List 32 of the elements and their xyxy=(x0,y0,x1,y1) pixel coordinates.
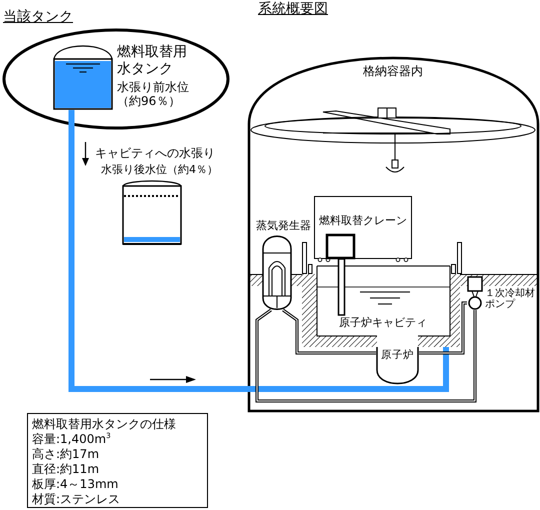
spec-panel xyxy=(27,413,208,508)
equipment-label: 蒸気発生器 xyxy=(256,219,311,233)
equipment-label: 原子炉 xyxy=(381,348,414,362)
pipe-line xyxy=(256,308,476,402)
reactor-vessel xyxy=(376,347,419,385)
spec-line: 直径:約11m xyxy=(32,462,100,477)
storage-tank xyxy=(122,179,182,245)
spec-heading: 燃料取替用水タンクの仕様 xyxy=(32,417,176,432)
equipment-label: 燃料取替クレーン xyxy=(319,214,407,228)
reactor-cavity xyxy=(302,264,460,347)
spec-line: 容量:1,400m$^{3}$ xyxy=(32,432,111,447)
coolant-pump xyxy=(467,276,537,310)
tank-caption: 水張り後水位（約4％） xyxy=(101,163,218,177)
area-label: 格納容器内 xyxy=(363,63,423,79)
pipe-line xyxy=(68,110,449,392)
equipment-label: 原子炉キャビティ xyxy=(339,316,427,330)
pipe-line xyxy=(419,302,467,354)
highlight-ellipse xyxy=(2,8,230,130)
spec-line: 板厚:4～13mm xyxy=(32,477,118,492)
containment-vessel xyxy=(246,55,540,414)
tank-caption: 燃料取替用水タンク xyxy=(117,44,188,78)
diagram-title: 系統概要図 xyxy=(258,1,328,18)
steam-generator xyxy=(255,219,312,310)
spec-line: 高さ:約17m xyxy=(32,447,100,462)
group-heading: 当該タンク xyxy=(3,9,73,26)
tank-caption: 水張り前水位（約96％） xyxy=(117,80,190,108)
flow-note: キャビティへの水張り xyxy=(95,145,215,161)
fuel-handling-crane xyxy=(314,196,412,262)
storage-tank xyxy=(53,44,113,110)
equipment-label: １次冷却材ポンプ xyxy=(485,288,536,310)
spec-line: 材質:ステンレス xyxy=(32,492,120,507)
pipe-line xyxy=(282,308,376,354)
